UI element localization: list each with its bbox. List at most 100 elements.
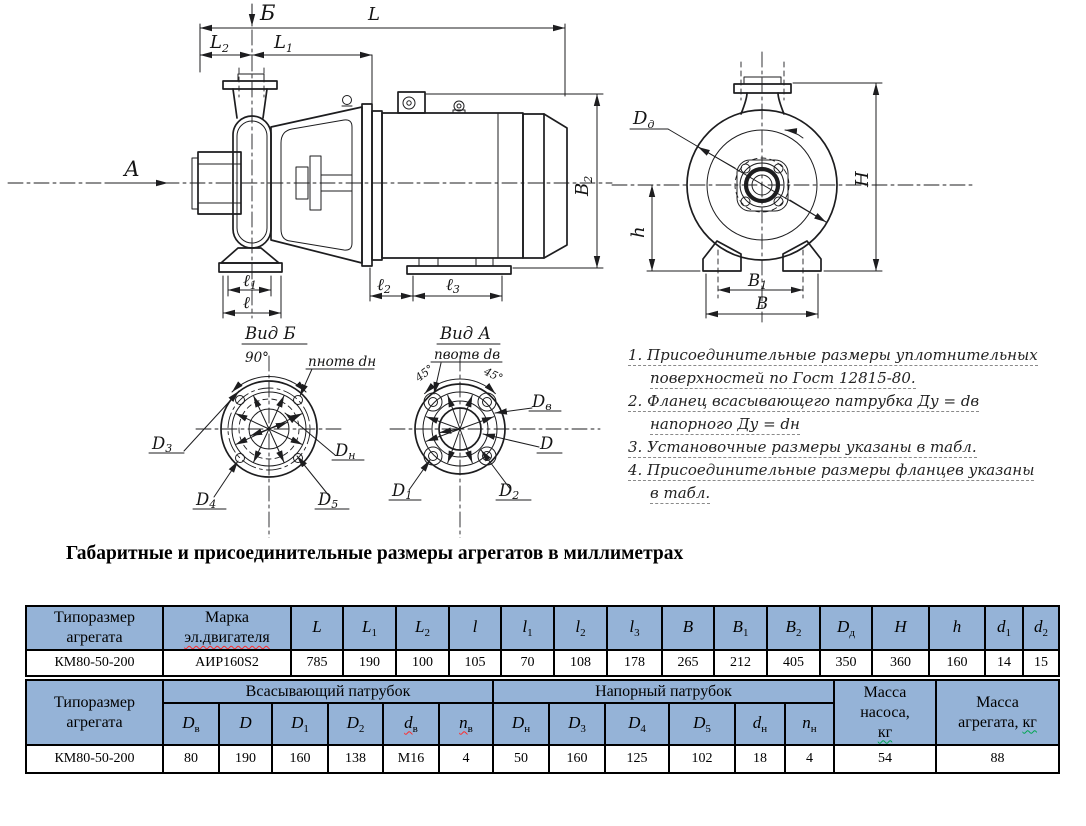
dim-L2: L2 <box>209 32 229 55</box>
dim-B: B <box>755 294 768 313</box>
view-a-arrow-label: А <box>122 157 140 181</box>
view-a-title: Вид А <box>439 324 491 343</box>
label-Dv: Dв <box>531 392 552 413</box>
t2-header-D4: D4 <box>604 702 670 746</box>
suction-flange <box>191 151 242 215</box>
handwritten-notes: 1. Присоединительные размеры уплотнитель… <box>628 344 1086 505</box>
t1-header-Dd: Dд <box>819 605 873 651</box>
label-D3: D3 <box>151 434 172 455</box>
t2-cell: 18 <box>734 744 786 774</box>
t2-header-nn: nн <box>784 702 835 746</box>
t2-header-pump-mass: Масса насоса, кг <box>833 679 937 746</box>
t1-cell: 108 <box>553 649 608 677</box>
t1-header-l3: l3 <box>606 605 663 651</box>
t1-cell: 190 <box>342 649 397 677</box>
t2-cell: 138 <box>327 744 384 774</box>
t2-header-Dv: Dв <box>162 702 220 746</box>
dim-Dd: Dд <box>632 108 654 131</box>
t2-cell: 125 <box>604 744 670 774</box>
note-line: напорного Ду = dн <box>650 415 800 435</box>
t1-header-l: l <box>448 605 502 651</box>
t2-cell: 190 <box>218 744 273 774</box>
t1-header-L2: L2 <box>395 605 450 651</box>
t2-header-D3: D3 <box>548 702 606 746</box>
dim-B1: B1 <box>747 271 767 292</box>
t2-header-nv: nв <box>438 702 494 746</box>
dim-L1: L1 <box>273 32 293 55</box>
t1-cell: 785 <box>290 649 344 677</box>
t2-group-suction: Всасывающий патрубок <box>162 679 494 704</box>
dim-B2: B2 <box>572 176 595 197</box>
note-line: 1. Присоединительные размеры уплотнитель… <box>628 346 1038 366</box>
discharge-pipe <box>222 67 278 119</box>
note-line: 3. Установочные размеры указаны в табл. <box>628 438 977 458</box>
t1-header-l1: l1 <box>500 605 555 651</box>
t1-header-motor: Марка эл.двигателя <box>162 605 292 651</box>
table-row: КМ80-50-200 80 190 160 138 М16 4 50 160 … <box>25 744 1060 774</box>
electric-motor <box>361 91 568 275</box>
note-line: 4. Присоединительные размеры фланцев ука… <box>628 461 1035 481</box>
t2-cell: 102 <box>668 744 736 774</box>
note-line: в табл. <box>650 484 711 504</box>
t1-cell: 105 <box>448 649 502 677</box>
t1-header-B: B <box>661 605 715 651</box>
table-row: КМ80-50-200 АИР160S2 785 190 100 105 70 … <box>25 649 1060 677</box>
page-title: Габаритные и присоединительные размеры а… <box>66 543 684 564</box>
view-a-lugs <box>423 392 497 466</box>
t2-cell: 4 <box>438 744 494 774</box>
pump-end-view: Dд h H B1 B <box>611 51 976 323</box>
t1-cell: 160 <box>928 649 986 677</box>
t2-cell-type: КМ80-50-200 <box>25 744 164 774</box>
t2-cell: 54 <box>833 744 937 774</box>
t1-cell: 15 <box>1022 649 1060 677</box>
lantern-bracket <box>270 95 363 264</box>
t1-header-B2: B2 <box>766 605 821 651</box>
view-a-angle-right: 45° <box>481 365 505 385</box>
t2-cell: 160 <box>271 744 329 774</box>
t1-header-L1: L1 <box>342 605 397 651</box>
t1-cell: 350 <box>819 649 873 677</box>
dim-l1: ℓ1 <box>243 271 257 292</box>
dim-h: h <box>628 226 649 238</box>
label-D1: D1 <box>391 481 412 502</box>
t2-header-D1: D1 <box>271 702 329 746</box>
main-side-view: А Б L L2 L1 <box>7 1 613 319</box>
t1-header-d2: d2 <box>1022 605 1060 651</box>
t2-header-dv: dв <box>382 702 440 746</box>
t1-header-h: h <box>928 605 986 651</box>
dim-H: H <box>852 171 873 188</box>
label-D5: D5 <box>317 490 338 511</box>
t1-header-type: Типоразмер агрегата <box>25 605 164 651</box>
t1-header-l2: l2 <box>553 605 608 651</box>
label-D2: D2 <box>498 481 519 502</box>
note-line: поверхностей по Гост 12815-80. <box>650 369 916 389</box>
t2-header-unit-mass: Масса агрегата, кг <box>935 679 1060 746</box>
view-b-title: Вид Б <box>244 324 296 343</box>
view-b-arrow-label: Б <box>259 1 275 25</box>
t2-cell: М16 <box>382 744 440 774</box>
flange-dimensions-table: Типоразмер агрегата Всасывающий патрубок… <box>25 679 1060 774</box>
t2-cell: 88 <box>935 744 1060 774</box>
flange-view-a: Вид А <box>388 324 601 538</box>
t2-header-D2: D2 <box>327 702 384 746</box>
label-Dn: Dн <box>334 441 355 462</box>
dim-l: ℓ <box>243 293 250 312</box>
note-line: 2. Фланец всасывающего патрубка Ду = dв <box>628 392 980 412</box>
t2-cell: 160 <box>548 744 606 774</box>
technical-drawing: А Б L L2 L1 <box>7 1 976 538</box>
view-b-angle-label: 90° <box>245 350 269 366</box>
t1-cell: 178 <box>606 649 663 677</box>
t1-cell-motor: АИР160S2 <box>162 649 292 677</box>
t1-cell: 70 <box>500 649 555 677</box>
t1-cell-type: КМ80-50-200 <box>25 649 164 677</box>
t2-header-type: Типоразмер агрегата <box>25 679 164 746</box>
t2-header-Dn: Dн <box>492 702 550 746</box>
t1-cell: 265 <box>661 649 715 677</box>
t2-cell: 50 <box>492 744 550 774</box>
view-b-holes-label: nнотв dн <box>308 354 376 370</box>
t1-cell: 360 <box>871 649 930 677</box>
t1-cell: 212 <box>713 649 768 677</box>
overall-dimensions-table: Типоразмер агрегата Марка эл.двигателя L… <box>25 605 1060 677</box>
dim-L: L <box>367 4 380 25</box>
